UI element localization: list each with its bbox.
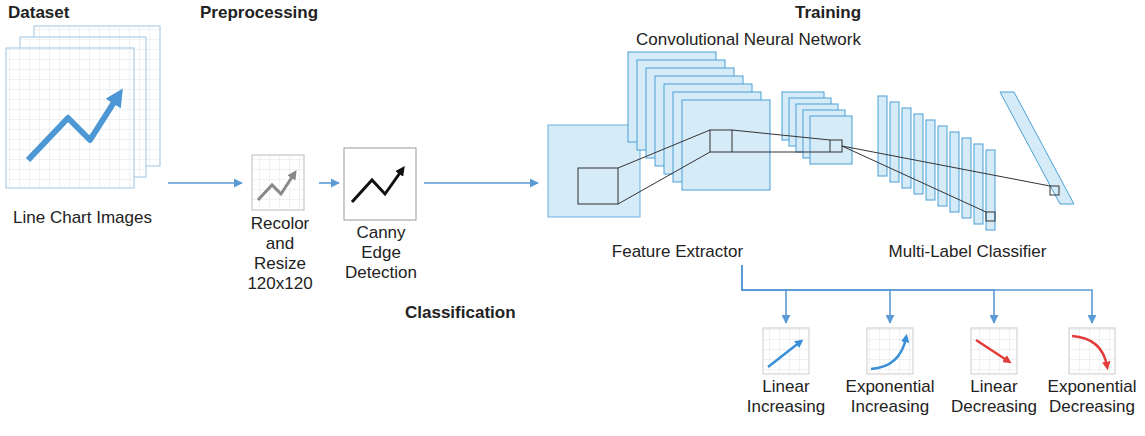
cnn-illustration — [548, 52, 1074, 230]
flow-arrow — [319, 182, 339, 184]
class-icons — [763, 328, 1115, 374]
dataset-stack: Line Chart Images — [0, 25, 165, 228]
node-label: Recolor and Resize 120x120 — [244, 214, 316, 294]
resized-chart — [252, 155, 304, 210]
node-label: Multi-Label Classifier — [860, 242, 1075, 262]
chart-stack — [6, 26, 160, 188]
region-heading: Convolutional Neural Network — [636, 30, 861, 50]
node-label: Exponential Decreasing — [1044, 377, 1140, 417]
process-step: Recolor and Resize 120x120 — [244, 150, 316, 294]
stage-heading: Dataset — [8, 3, 69, 23]
process-step: Canny Edge Detection — [341, 145, 421, 283]
flow-arrow — [742, 265, 994, 323]
class-output: Exponential Decreasing — [1044, 325, 1140, 417]
node-label: Canny Edge Detection — [341, 223, 421, 283]
node-label: Linear Increasing — [738, 377, 834, 417]
cnn-region: Convolutional Neural NetworkFeature Extr… — [540, 28, 1080, 264]
stage-heading: Training — [795, 3, 861, 23]
flow-arrow — [742, 265, 890, 323]
flow-arrow — [424, 182, 538, 184]
class-output: Linear Increasing — [738, 325, 834, 417]
flow-arrow — [742, 265, 786, 323]
flow-arrow — [742, 265, 1092, 323]
stage-heading: Preprocessing — [200, 3, 318, 23]
class-output: Linear Decreasing — [946, 325, 1042, 417]
flow-arrow — [168, 182, 242, 184]
section-heading: Classification — [405, 303, 516, 323]
edge-chart — [344, 148, 416, 220]
node-label: Linear Decreasing — [946, 377, 1042, 417]
cnn-part: Feature Extractor — [560, 50, 795, 264]
node-label: Exponential Increasing — [842, 377, 938, 417]
node-label: Line Chart Images — [0, 208, 165, 228]
node-label: Feature Extractor — [560, 242, 795, 262]
class-output: Exponential Increasing — [842, 325, 938, 417]
cnn-part: Multi-Label Classifier — [860, 50, 1075, 264]
